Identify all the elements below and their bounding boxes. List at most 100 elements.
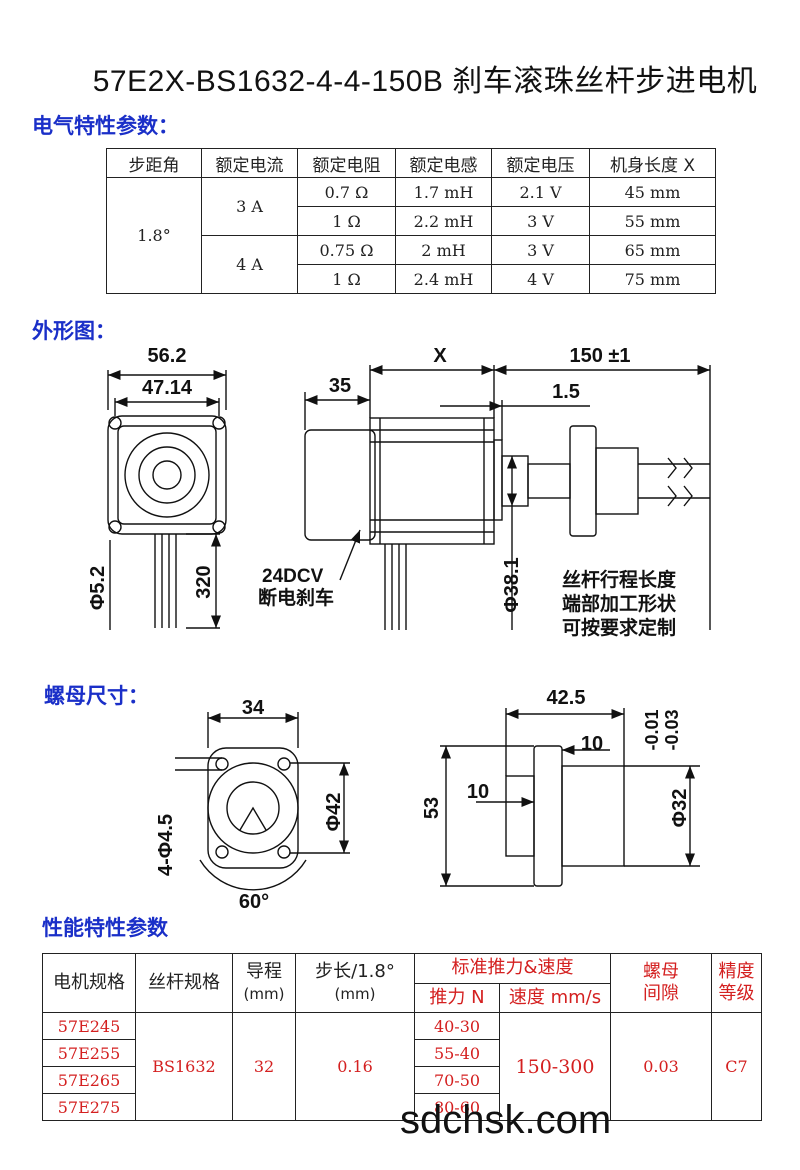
brake-housing — [304, 429, 376, 541]
header-current: 额定电流 — [201, 148, 298, 178]
cell-lead: 32 — [232, 1012, 296, 1121]
cell-voltage: 2.1 V — [491, 177, 590, 207]
dim-phi42: Φ42 — [323, 793, 345, 832]
mount-hole — [108, 520, 122, 534]
cell-resistance: 1 Ω — [297, 206, 396, 236]
cell-voltage: 3 V — [491, 235, 590, 265]
electrical-table: 步距角 额定电流 额定电阻 额定电感 额定电压 机身长度 X 1.8° 3 A … — [106, 148, 716, 294]
cell-resistance: 1 Ω — [297, 264, 396, 294]
cell-force: 40-30 — [414, 1012, 500, 1040]
table-row: 1 Ω 2.4 mH 4 V 75 mm — [107, 264, 716, 294]
cell-force: 70-50 — [414, 1066, 500, 1094]
cell-motor: 57E245 — [42, 1012, 136, 1040]
dim-53: 53 — [421, 797, 443, 819]
table-row: 57E255 55-40 — [42, 1039, 762, 1067]
cell-inductance: 2.4 mH — [395, 264, 492, 294]
header-lead-unit: (mm) — [243, 985, 285, 1003]
cell-length: 65 mm — [589, 235, 716, 265]
header-inductance: 额定电感 — [395, 148, 492, 178]
nut-hole — [277, 845, 291, 859]
cell-voltage: 4 V — [491, 264, 590, 294]
header-step: 步长/1.8° (mm) — [295, 953, 415, 1013]
cell-current: 3 A — [201, 177, 298, 236]
header-step-label: 步长/1.8° — [315, 961, 395, 982]
header-force: 推力 N — [414, 982, 500, 1013]
dim-15: 1.5 — [552, 381, 580, 403]
header-precision: 精度 等级 — [711, 953, 762, 1013]
table-row: 4 A 0.75 Ω 2 mH 3 V 65 mm — [107, 235, 716, 294]
cell-motor: 57E265 — [42, 1066, 136, 1094]
cell-precision: C7 — [711, 1012, 762, 1121]
dim-34: 34 — [242, 697, 265, 719]
page-title: 57E2X-BS1632-4-4-150B 刹车滚珠丝杆步进电机 — [92, 65, 758, 98]
cell-force: 80-60 — [414, 1093, 500, 1121]
cell-motor: 57E255 — [42, 1039, 136, 1067]
cell-motor: 57E275 — [42, 1093, 136, 1121]
nut-side — [569, 425, 597, 537]
cell-inductance: 2 mH — [395, 235, 492, 265]
header-resistance: 额定电阻 — [297, 148, 396, 178]
note-line-2: 端部加工形状 — [562, 592, 677, 615]
header-step-angle: 步距角 — [106, 148, 202, 178]
cell-length: 45 mm — [589, 177, 716, 207]
mount-hole — [212, 520, 226, 534]
header-force-speed: 标准推力&速度 — [414, 953, 611, 984]
header-lead: 导程 (mm) — [232, 953, 296, 1013]
cell-resistance: 0.7 Ω — [297, 177, 396, 207]
tol-lower: -0.03 — [662, 709, 682, 750]
dim-x: X — [433, 345, 447, 367]
header-lead-label: 导程 — [246, 961, 282, 982]
nut-hole — [277, 757, 291, 771]
dim-10-a: 10 — [581, 733, 603, 755]
dim-56: 56.2 — [148, 345, 187, 367]
table-header-row: 电机规格 丝杆规格 导程 (mm) 步长/1.8° (mm) 标准推力&速度 螺… — [42, 953, 762, 1013]
table-row: 1 Ω 2.2 mH 3 V 55 mm — [107, 206, 716, 236]
cell-force: 55-40 — [414, 1039, 500, 1067]
motor-front-boss — [138, 446, 196, 504]
dim-holes: 4-Φ4.5 — [155, 814, 177, 876]
section-performance: 性能特性参数 — [42, 916, 168, 940]
nut-flange-side — [533, 745, 563, 887]
cell-inductance: 1.7 mH — [395, 177, 492, 207]
note-line-3: 可按要求定制 — [562, 616, 676, 639]
cell-length: 75 mm — [589, 264, 716, 294]
outline-drawing: 56.2 47.14 Φ5.2 320 35 X 150 ±1 1.5 Φ38.… — [87, 345, 711, 639]
table-row: 1.8° 3 A 0.7 Ω 1.7 mH 2.1 V 45 mm — [106, 177, 716, 294]
header-backlash: 螺母 间隙 — [610, 953, 712, 1013]
table-row: 57E245 BS1632 32 0.16 40-30 150-300 0.03… — [42, 1012, 762, 1121]
mount-hole — [212, 416, 226, 430]
cell-resistance: 0.75 Ω — [297, 235, 396, 265]
dim-47: 47.14 — [142, 377, 193, 399]
table-row: 57E265 70-50 — [42, 1066, 762, 1094]
nut-hole — [215, 757, 229, 771]
note-line-1: 丝杆行程长度 — [562, 568, 677, 591]
brake-label-1: 24DCV — [262, 566, 324, 587]
cell-step: 0.16 — [295, 1012, 415, 1121]
dim-320: 320 — [193, 565, 215, 598]
motor-body — [369, 417, 495, 545]
header-precision-1: 精度 — [718, 961, 755, 982]
dim-60: 60° — [239, 891, 269, 913]
motor-front-flange — [107, 415, 227, 535]
nut-drawing: 34 4-Φ4.5 Φ42 60° 42.5 10 10 53 Φ32 -0.0… — [155, 690, 700, 913]
cell-step-angle: 1.8° — [106, 177, 202, 294]
section-nut: 螺母尺寸： — [44, 684, 149, 708]
header-backlash-1: 螺母 — [643, 961, 679, 982]
section-electrical: 电气特性参数： — [32, 114, 179, 138]
dim-phi52: Φ5.2 — [87, 566, 109, 610]
performance-table: 电机规格 丝杆规格 导程 (mm) 步长/1.8° (mm) 标准推力&速度 螺… — [42, 953, 762, 1121]
watermark: sdchsk.com — [400, 1098, 612, 1142]
dim-425: 42.5 — [547, 690, 586, 709]
brake-label-2: 断电刹车 — [258, 586, 334, 609]
cell-current: 4 A — [201, 235, 298, 294]
header-length: 机身长度 X — [589, 148, 716, 178]
motor-front-pilot — [124, 432, 210, 518]
motor-front-shaft — [152, 460, 182, 490]
section-outline: 外形图： — [32, 319, 116, 343]
header-screw: 丝杆规格 — [135, 953, 233, 1013]
nut-bore — [226, 781, 280, 835]
header-precision-2: 等级 — [718, 983, 755, 1004]
cell-backlash: 0.03 — [610, 1012, 712, 1121]
cell-speed: 150-300 — [499, 1012, 611, 1121]
nut-hole — [215, 845, 229, 859]
